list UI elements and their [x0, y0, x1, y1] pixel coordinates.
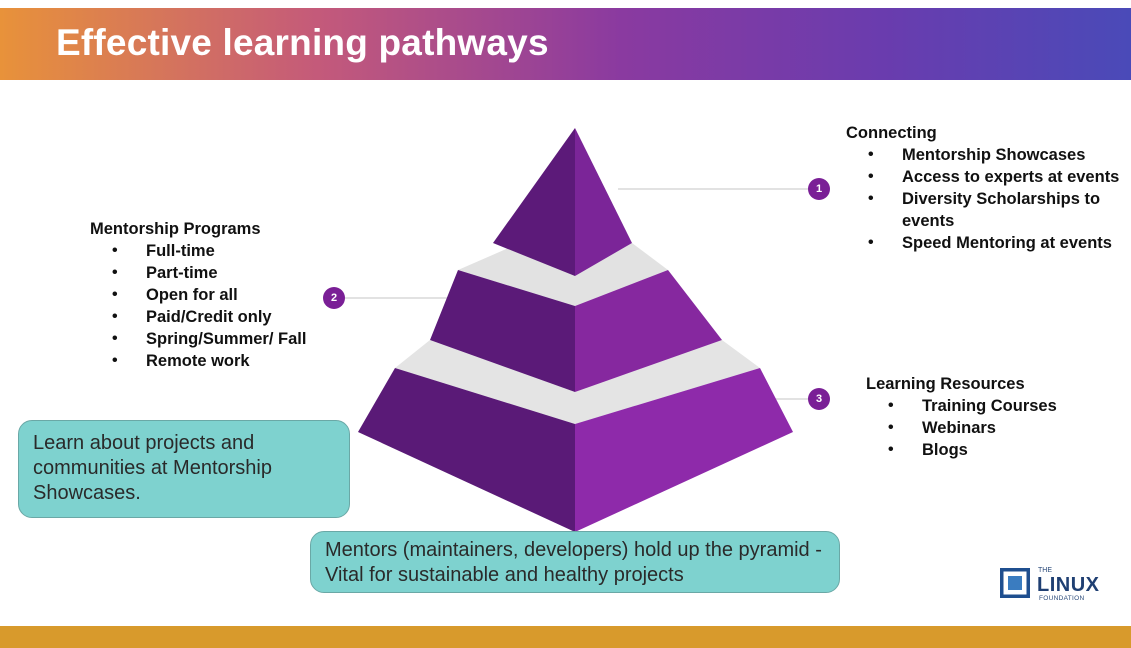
- learning-resources-heading: Learning Resources: [866, 375, 1025, 393]
- connecting-heading: Connecting: [846, 124, 937, 142]
- title-bar: Effective learning pathways: [0, 8, 1131, 80]
- pyramid-tier-3-right: [575, 368, 793, 532]
- pyramid-tier-2-left: [430, 270, 575, 392]
- pyramid-tier-1-left: [493, 128, 575, 276]
- logo-linux-text: LINUX: [1037, 574, 1100, 596]
- list-item: Paid/Credit only: [90, 306, 310, 328]
- showcase-callout: Learn about projects and communities at …: [18, 420, 350, 518]
- pyramid-gap-1: [458, 243, 668, 306]
- pyramid-tier-2-right: [575, 270, 722, 392]
- list-item: Speed Mentoring at events: [846, 232, 1131, 254]
- logo-the-text: THE: [1038, 567, 1052, 574]
- marker-3: 3: [808, 388, 830, 410]
- pyramid-tier-3-left: [358, 368, 575, 532]
- list-item: Access to experts at events: [846, 166, 1131, 188]
- list-item: Training Courses: [866, 395, 1126, 417]
- linux-foundation-logo: THE LINUX FOUNDATION: [1000, 565, 1115, 605]
- list-item: Full-time: [90, 240, 310, 262]
- logo-foundation-text: FOUNDATION: [1039, 595, 1085, 602]
- page-title: Effective learning pathways: [56, 22, 549, 63]
- marker-1: 1: [808, 178, 830, 200]
- learning-resources-block: Learning Resources Training Courses Webi…: [866, 373, 1126, 461]
- connecting-block: Connecting Mentorship Showcases Access t…: [846, 122, 1131, 254]
- list-item: Remote work: [90, 350, 310, 372]
- pyramid-tier-1-right: [575, 128, 632, 276]
- list-item: Open for all: [90, 284, 310, 306]
- mentorship-programs-list: Full-time Part-time Open for all Paid/Cr…: [90, 240, 310, 372]
- marker-2: 2: [323, 287, 345, 309]
- mentorship-programs-block: Mentorship Programs Full-time Part-time …: [90, 218, 310, 372]
- pyramid-gap-2: [395, 340, 760, 424]
- list-item: Diversity Scholarships to events: [846, 188, 1131, 232]
- list-item: Webinars: [866, 417, 1126, 439]
- list-item: Mentorship Showcases: [846, 144, 1131, 166]
- list-item: Part-time: [90, 262, 310, 284]
- list-item: Blogs: [866, 439, 1126, 461]
- mentors-callout: Mentors (maintainers, developers) hold u…: [310, 531, 840, 593]
- learning-resources-list: Training Courses Webinars Blogs: [866, 395, 1126, 461]
- connecting-list: Mentorship Showcases Access to experts a…: [846, 144, 1131, 254]
- list-item: Spring/Summer/ Fall: [90, 328, 310, 350]
- mentorship-programs-heading: Mentorship Programs: [90, 220, 261, 238]
- bottom-bar: [0, 626, 1131, 648]
- linux-foundation-logo-mark: [1000, 568, 1030, 598]
